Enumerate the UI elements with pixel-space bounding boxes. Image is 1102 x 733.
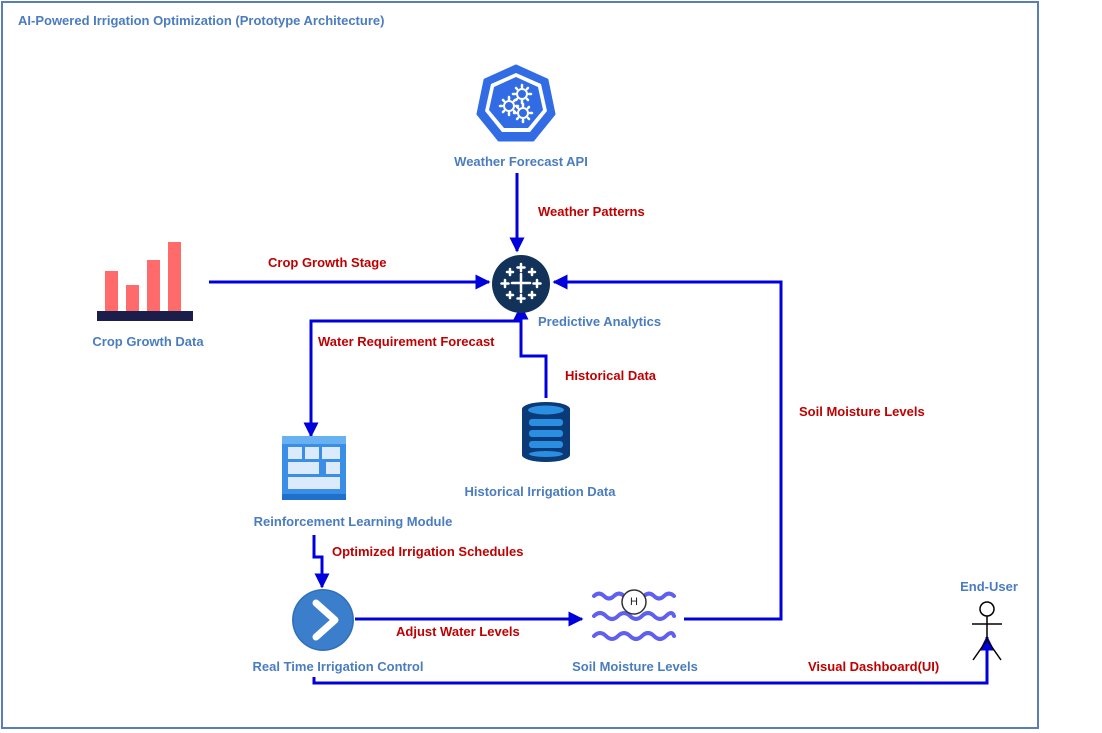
weather-api-label: Weather Forecast API <box>454 154 588 169</box>
edge-label-historical-data: Historical Data <box>565 368 657 383</box>
rl-module-label: Reinforcement Learning Module <box>253 514 453 529</box>
edge-label-weather-patterns: Weather Patterns <box>538 204 645 219</box>
water-waves-icon <box>592 589 676 641</box>
edge-label-visual-dashboard: Visual Dashboard(UI) <box>808 659 940 674</box>
edge-label-soil-moisture: Soil Moisture Levels <box>799 404 925 419</box>
end-user-label: End-User <box>960 579 1018 594</box>
historical-data-label: Historical Irrigation Data <box>464 484 616 499</box>
predictive-analytics-icon <box>492 255 550 313</box>
diagram-title: AI-Powered Irrigation Optimization (Prot… <box>18 13 385 28</box>
rt-control-label: Real Time Irrigation Control <box>252 659 424 674</box>
weather-api-icon <box>476 64 556 142</box>
edge-rl-to-control <box>312 535 330 589</box>
edge-analytics-to-rl <box>303 306 523 438</box>
edge-label-adjust-water: Adjust Water Levels <box>396 624 520 639</box>
edge-label-optimized-schedules: Optimized Irrigation Schedules <box>332 544 524 559</box>
diagram-frame <box>1 1 1039 729</box>
crop-growth-label: Crop Growth Data <box>92 334 204 349</box>
edge-label-crop-growth-stage: Crop Growth Stage <box>268 255 387 270</box>
bar-chart-icon <box>97 242 193 321</box>
predictive-analytics-label: Predictive Analytics <box>538 314 662 329</box>
grid-module-icon <box>282 436 346 500</box>
edge-control-to-user <box>312 635 995 685</box>
sensor-glyph: H <box>630 596 638 608</box>
sensor-gauge <box>621 589 647 615</box>
user-icon <box>972 601 1002 661</box>
edge-soil-to-analytics <box>552 274 783 621</box>
database-icon <box>522 402 570 462</box>
edge-label-water-requirement: Water Requirement Forecast <box>318 334 495 349</box>
soil-moisture-label: Soil Moisture Levels <box>572 659 698 674</box>
edge-historical-to-analytics <box>513 304 548 398</box>
chevron-right-icon <box>292 589 354 651</box>
